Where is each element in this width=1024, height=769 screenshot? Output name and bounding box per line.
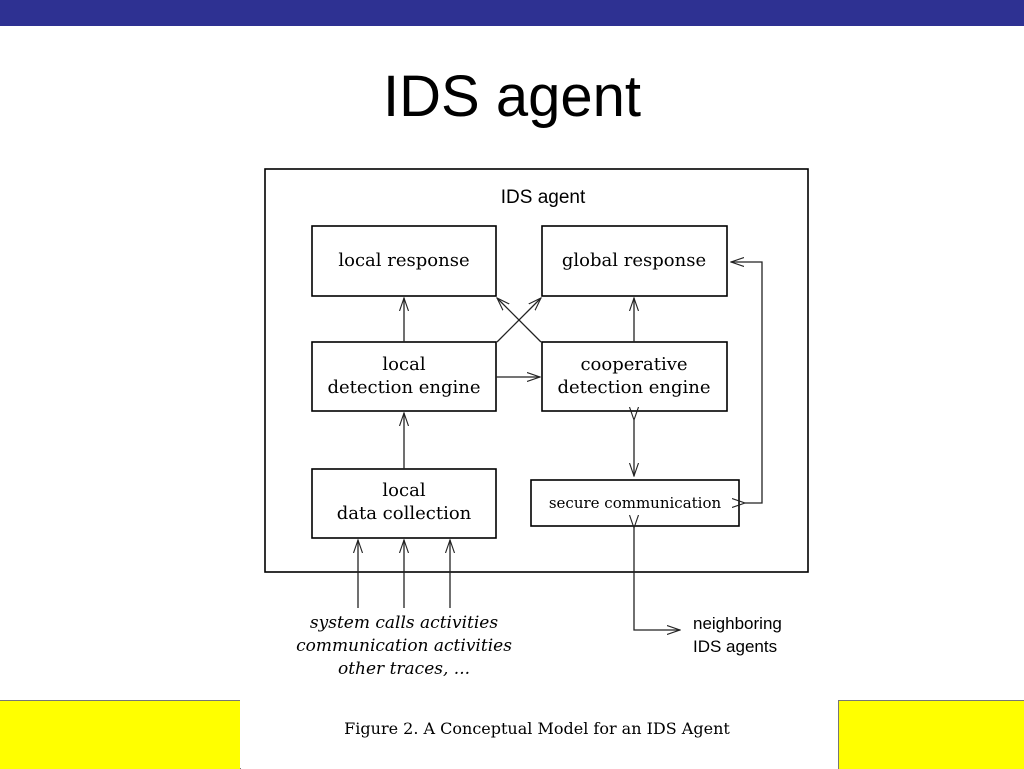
container-label: IDS agent bbox=[501, 187, 586, 208]
local-detection-label-line2: detection engine bbox=[327, 377, 480, 398]
cooperative-detection-label-line1: cooperative bbox=[580, 354, 687, 375]
global-response-box bbox=[541, 225, 728, 297]
arrow-cooperative-to-local-response bbox=[497, 298, 542, 343]
secure-communication-label: secure communication bbox=[549, 494, 722, 512]
ids-agent-container bbox=[264, 168, 809, 573]
figure-caption: Figure 2. A Conceptual Model for an IDS … bbox=[344, 719, 730, 738]
input-trace-3: other traces, ... bbox=[338, 659, 470, 679]
global-response-label: global response bbox=[562, 250, 706, 271]
local-response-box bbox=[311, 225, 497, 297]
local-detection-label-line1: local bbox=[382, 354, 425, 375]
neighbor-label-line1: neighboring bbox=[693, 614, 782, 633]
top-banner bbox=[0, 0, 1024, 26]
local-detection-engine-box bbox=[311, 341, 497, 412]
input-trace-2: communication activities bbox=[296, 636, 512, 656]
footer-band-right bbox=[838, 700, 1024, 769]
local-data-collection-line1: local bbox=[382, 480, 425, 501]
arrow-secure-to-global-response bbox=[731, 262, 763, 503]
slide-title: IDS agent bbox=[383, 64, 641, 129]
input-trace-1: system calls activities bbox=[310, 613, 498, 633]
neighbor-label-line2: IDS agents bbox=[693, 637, 777, 656]
local-data-collection-line2: data collection bbox=[337, 503, 472, 524]
local-response-label: local response bbox=[338, 250, 469, 271]
cooperative-detection-label-line2: detection engine bbox=[557, 377, 710, 398]
arrow-secure-to-neighbors bbox=[634, 528, 680, 630]
footer-band-left bbox=[0, 700, 241, 769]
cooperative-detection-engine-box bbox=[541, 341, 728, 412]
